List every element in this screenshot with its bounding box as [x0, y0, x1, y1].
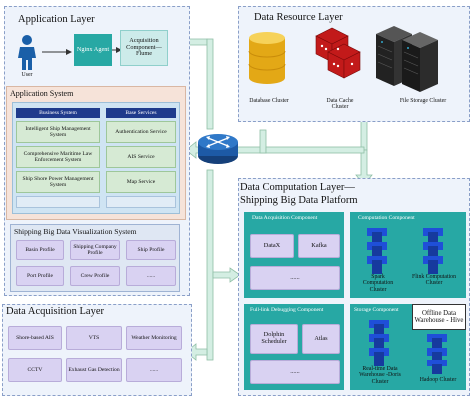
data-cache-cluster-icon: [315, 27, 361, 79]
user-label: User: [21, 72, 33, 78]
data-cache-cluster-label: Data Cache Cluster: [326, 98, 354, 111]
visualization-row1-item-1: Basin Profile: [16, 240, 64, 260]
base-services-footer: [106, 196, 176, 208]
database-cluster-label: Database Cluster: [249, 98, 289, 104]
acquisition-row1-item-3: Weather Monitoring: [126, 326, 182, 350]
file-storage-cluster-icon: [376, 26, 438, 92]
application-system-title: Application System: [10, 89, 74, 98]
hadoop-cluster-label: Hadoop Cluster: [419, 377, 457, 383]
data-acquisition-more-box: ......: [250, 266, 340, 290]
base-services-item-1: Authentication Service: [106, 121, 176, 143]
debugging-more-box: ......: [250, 360, 340, 384]
business-system-header: Business System: [16, 108, 100, 118]
file-storage-cluster-label: File Storage Cluster: [399, 98, 447, 104]
database-cluster-icon: [248, 32, 286, 84]
computation-component-panel: [350, 212, 466, 298]
business-system-item-1: Intelligent Ship Management System: [16, 121, 100, 143]
business-system-item-3: Ship Shore Power Management System: [16, 171, 100, 193]
business-system-footer: [16, 196, 100, 208]
computation-component-title: Computation Component: [358, 215, 415, 221]
acquisition-component-flume-box: Acquisition Component—Flume: [120, 30, 168, 66]
business-system-item-2: Comprehensive Maritime Law Enforcement S…: [16, 146, 100, 168]
data-computation-title-line1: Data Computation Layer—: [240, 182, 355, 193]
debugging-component-title: Full-link Debugging Component: [250, 307, 324, 313]
dolphin-scheduler-box: Dolphin Scheduler: [250, 324, 298, 354]
hadoop-cluster-icon: [427, 334, 447, 374]
acquisition-row2-item-1: CCTV: [8, 358, 62, 382]
application-layer-title: Application Layer: [18, 14, 95, 25]
atlas-box: Atlas: [302, 324, 340, 354]
flink-cluster-icon: [423, 228, 443, 274]
acquisition-row2-item-3: ......: [126, 358, 182, 382]
spark-cluster-label: Spark Computation Cluster: [362, 274, 394, 293]
base-services-item-3: Map Service: [106, 171, 176, 193]
visualization-row2-item-3: ......: [126, 266, 176, 286]
acquisition-row2-item-2: Exhaust Gas Detection: [66, 358, 122, 382]
data-resource-layer-title: Data Resource Layer: [254, 12, 343, 23]
data-acquisition-layer-title: Data Acquisition Layer: [6, 306, 104, 317]
user-icon: [18, 35, 36, 70]
data-computation-title-line2: Shipping Big Data Platform: [240, 195, 358, 206]
datax-box: DataX: [250, 234, 294, 258]
visualization-row1-item-2: Shipping Company Profile: [70, 240, 120, 260]
offline-warehouse-box: Offline Data Warehouse - Hive: [412, 304, 466, 330]
acquisition-row1-item-2: VTS: [66, 326, 122, 350]
visualization-row1-item-3: Ship Profile: [126, 240, 176, 260]
visualization-row2-item-1: Port Profile: [16, 266, 64, 286]
router-icon: [198, 134, 238, 164]
user-to-nginx-arrow: [42, 49, 72, 55]
nginx-to-flume-arrow: [112, 47, 122, 53]
doris-cluster-icon: [369, 320, 389, 366]
base-services-header: Base Services: [106, 108, 176, 118]
doris-cluster-label: Real-time Data Warehouse -Doris Cluster: [359, 366, 401, 385]
data-acquisition-layer: [2, 304, 192, 396]
acquisition-row1-item-1: Shore-based AIS: [8, 326, 62, 350]
base-services-item-2: AIS Service: [106, 146, 176, 168]
flink-cluster-label: Flink Computation Cluster: [412, 274, 456, 287]
kafka-box: Kafka: [298, 234, 340, 258]
visualization-row2-item-2: Crew Profile: [70, 266, 120, 286]
visualization-system-title: Shipping Big Data Visualization System: [14, 227, 137, 236]
data-acquisition-component-title: Data Acquisition Component: [252, 215, 318, 221]
storage-component-title: Storage Component: [354, 307, 399, 313]
spark-cluster-icon: [367, 228, 387, 274]
nginx-agent-box: Nginx Agent: [74, 34, 112, 66]
